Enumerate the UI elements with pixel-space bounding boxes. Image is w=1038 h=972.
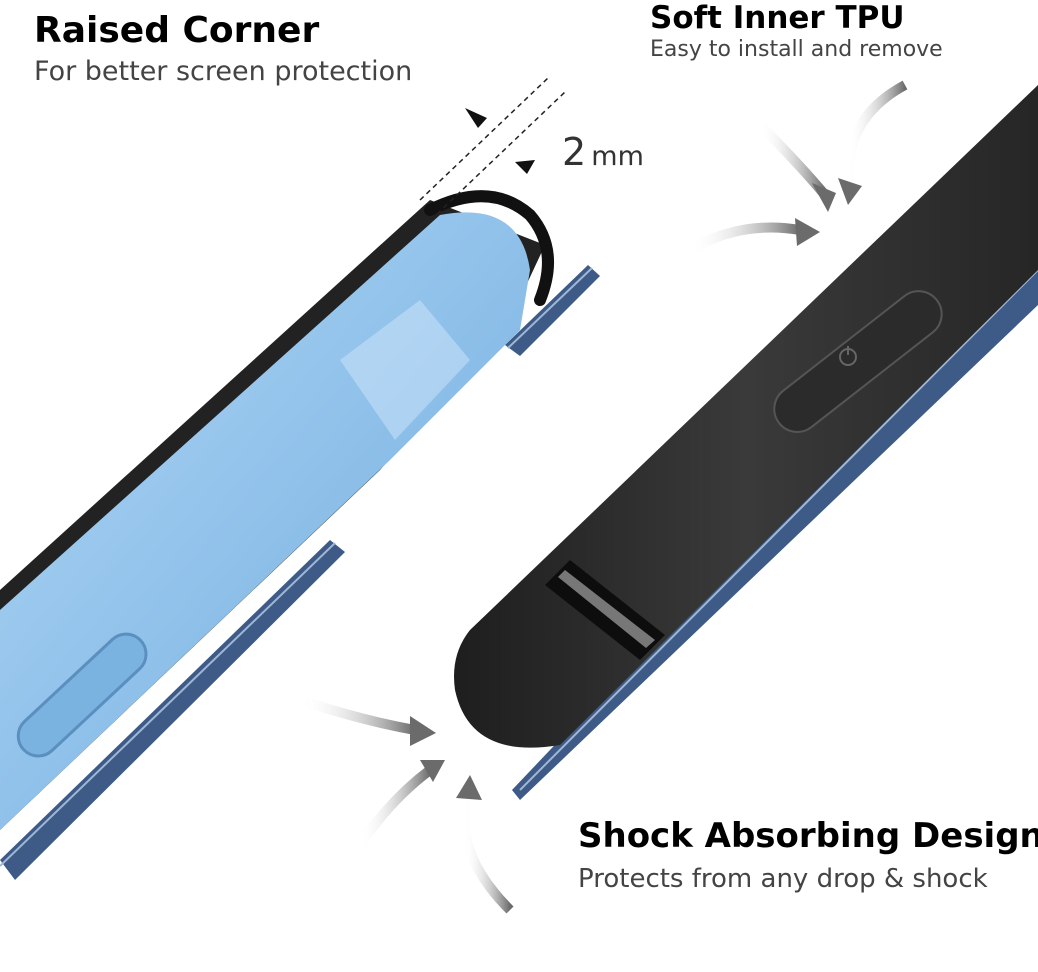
measure-arrow-top xyxy=(465,108,487,128)
arrow-icon xyxy=(756,121,836,212)
arrow-icon xyxy=(687,218,820,255)
soft-inner-title: Soft Inner TPU xyxy=(650,0,905,36)
right-black-body xyxy=(454,85,1038,748)
measurement-guides xyxy=(419,77,566,215)
left-case-edge xyxy=(0,265,600,880)
measurement-value: 2 xyxy=(562,130,587,174)
soft-inner-subtitle: Easy to install and remove xyxy=(650,37,943,62)
shock-title: Shock Absorbing Design xyxy=(578,816,1038,856)
measurement-unit: mm xyxy=(591,141,644,172)
arrow-icon xyxy=(298,695,436,746)
raised-corner-subtitle: For better screen protection xyxy=(34,56,413,87)
power-icon xyxy=(839,346,857,366)
measure-arrow-bottom xyxy=(515,160,535,174)
raised-corner-arc xyxy=(424,190,554,306)
left-phone-body xyxy=(0,212,530,831)
raised-corner-title: Raised Corner xyxy=(34,10,320,51)
shock-subtitle: Protects from any drop & shock xyxy=(578,864,988,894)
measurement-label: 2 mm xyxy=(562,130,644,174)
arrow-icon xyxy=(838,80,908,205)
arrow-icon xyxy=(456,775,514,914)
arrow-icon xyxy=(355,760,445,848)
